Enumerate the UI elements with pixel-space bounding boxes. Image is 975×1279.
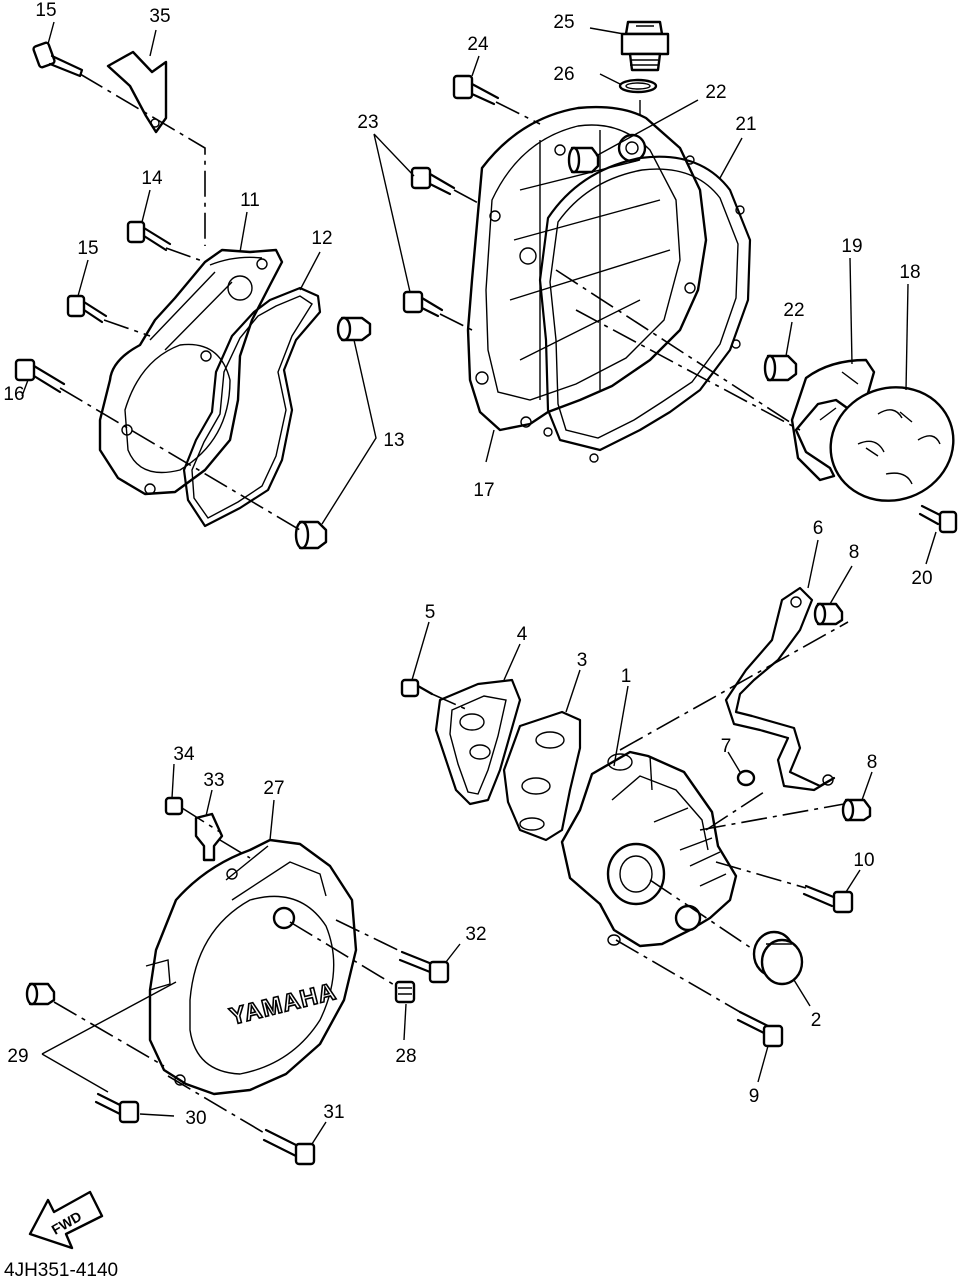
part-19-plate: [790, 358, 876, 482]
part-30-bolt: [94, 1092, 140, 1124]
part-23-bolt-lower: [402, 290, 444, 318]
part-33-bracket: [194, 812, 224, 862]
part-15-bolt-top: [32, 41, 84, 78]
callout-26: 26: [553, 64, 574, 85]
part-10-bolt: [802, 884, 854, 914]
callout-15-top: 15: [35, 0, 56, 21]
drawing-code: 4JH351-4140: [4, 1260, 118, 1279]
part-8-dowel-upper: [813, 602, 844, 626]
callout-23: 23: [357, 112, 378, 133]
housing-group: [400, 539, 873, 1083]
generator-cover-group: YAMAHA: [25, 763, 461, 1166]
part-31-bolt: [262, 1128, 316, 1166]
part-21-gasket: [538, 155, 752, 452]
callout-6: 6: [813, 518, 824, 539]
callout-25: 25: [553, 12, 574, 33]
callout-8-upper: 8: [849, 542, 860, 563]
part-35-bracket: [106, 50, 168, 134]
callout-35: 35: [149, 6, 170, 27]
callout-22-right: 22: [783, 300, 804, 321]
part-12-gasket: [182, 286, 322, 528]
part-13-dowel-bottom: [294, 520, 328, 550]
plate-group: [790, 257, 958, 565]
part-32-bolt: [398, 950, 450, 984]
part-25-filler-cap: [620, 20, 670, 72]
callout-29: 29: [7, 1046, 28, 1067]
part-13-dowel-top: [336, 316, 372, 342]
callout-1: 1: [621, 666, 632, 687]
callout-22-top: 22: [705, 82, 726, 103]
part-4-gasket: [434, 678, 522, 806]
part-9-bolt: [736, 1010, 784, 1048]
part-22-dowel-right: [763, 354, 798, 382]
callout-12: 12: [311, 228, 332, 249]
callout-30: 30: [185, 1108, 206, 1129]
part-18-plate: [829, 386, 955, 502]
part-7-washer: [736, 769, 756, 787]
callout-7: 7: [721, 736, 732, 757]
callout-11: 11: [240, 190, 260, 211]
part-15-bolt-mid: [66, 294, 108, 324]
part-6-gasket: [724, 586, 836, 792]
callout-17: 17: [473, 480, 494, 501]
part-8-dowel-lower: [841, 798, 872, 822]
part-14-bolt: [126, 220, 172, 252]
callout-4: 4: [517, 624, 528, 645]
part-22-dowel-top: [567, 146, 600, 174]
part-28-plug: [394, 980, 416, 1004]
callout-28: 28: [395, 1046, 416, 1067]
part-5-bolt: [400, 678, 434, 698]
callout-31: 31: [323, 1102, 344, 1123]
callout-15-mid: 15: [77, 238, 98, 259]
callout-16: 16: [3, 384, 24, 405]
part-3-gasket: [502, 710, 582, 842]
callout-9: 9: [749, 1086, 760, 1107]
part-11-cover: [98, 248, 284, 496]
callout-20: 20: [911, 568, 932, 589]
callout-24: 24: [467, 34, 489, 55]
part-2-cap: [752, 930, 804, 986]
clutch-cover-group: [373, 20, 803, 463]
callout-32: 32: [465, 924, 486, 945]
callout-34: 34: [173, 744, 195, 765]
fwd-direction-arrow: FWD: [28, 1190, 104, 1250]
callout-14: 14: [141, 168, 163, 189]
callout-18: 18: [899, 262, 920, 283]
callout-21: 21: [735, 114, 756, 135]
crankcase-cover-small-group: [14, 21, 377, 550]
part-26-o-ring: [618, 78, 658, 94]
callout-13: 13: [383, 430, 404, 451]
callout-2: 2: [811, 1010, 822, 1031]
callout-27: 27: [263, 778, 284, 799]
part-24-bolt: [452, 74, 500, 106]
part-20-bolt: [918, 504, 958, 534]
part-23-bolt-upper: [410, 166, 456, 196]
callout-5: 5: [425, 602, 436, 623]
part-16-bolt: [14, 358, 66, 394]
part-34-nut: [164, 796, 184, 816]
callout-19: 19: [841, 236, 862, 257]
part-27-generator-cover: [148, 838, 358, 1096]
callout-labels: 15 35 14 11 12 15 16 13 25 24 26 22 23 2…: [3, 0, 932, 1129]
callout-3: 3: [577, 650, 588, 671]
part-29-dowel: [25, 982, 56, 1006]
callout-8-lower: 8: [867, 752, 878, 773]
callout-10: 10: [853, 850, 874, 871]
callout-33: 33: [203, 770, 224, 791]
